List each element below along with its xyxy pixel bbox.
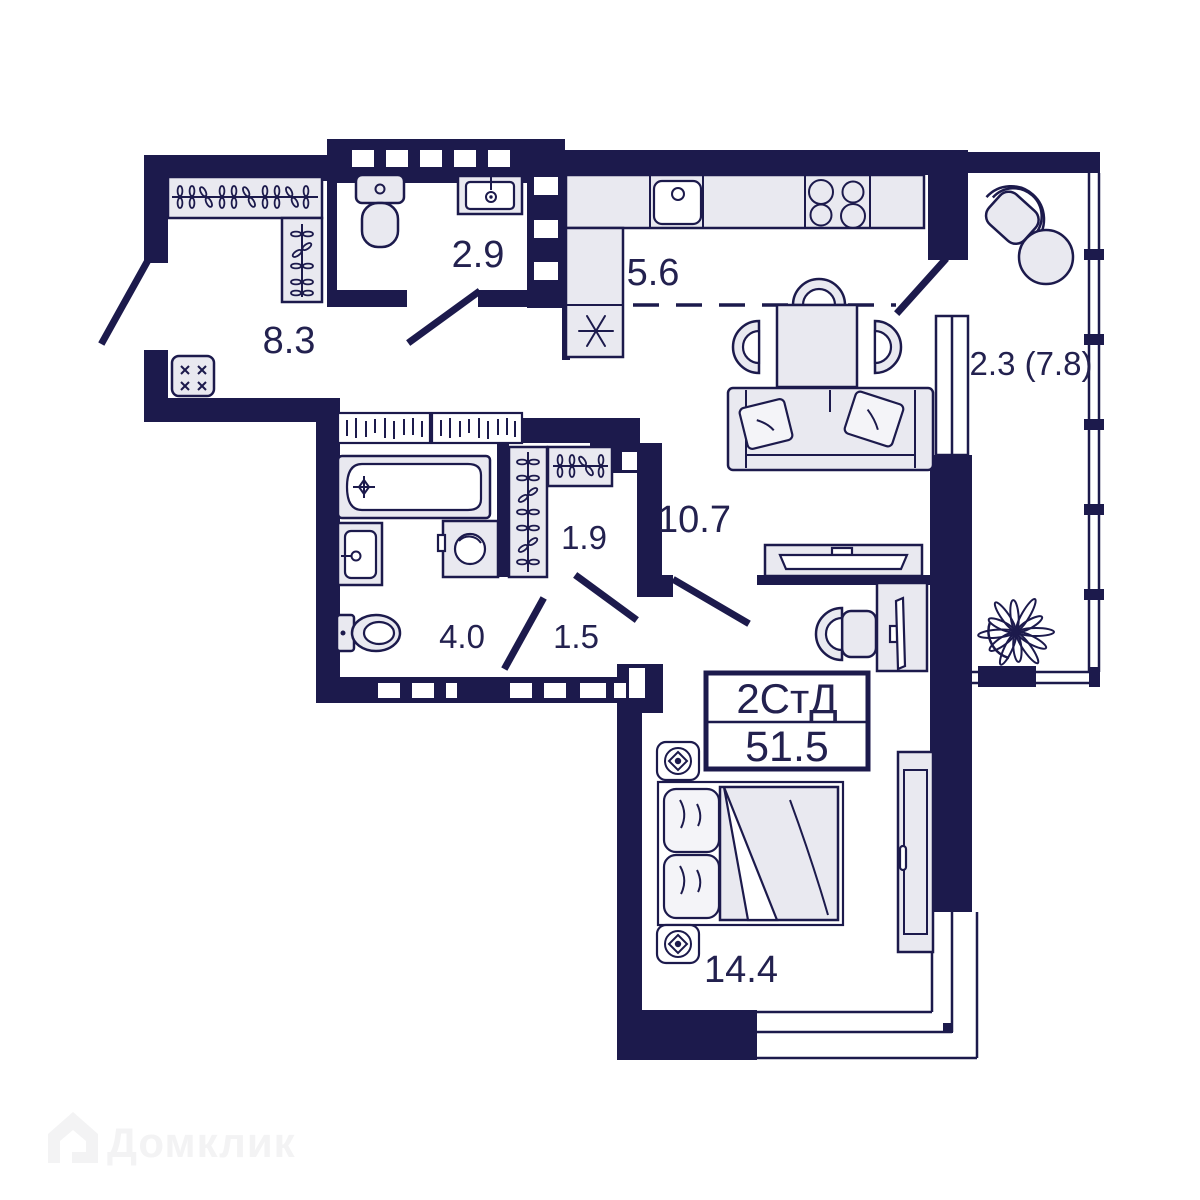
wc-area-label: 2.9	[452, 234, 505, 276]
kitchen-area-label: 5.6	[627, 252, 680, 294]
bathroom-area-label: 4.0	[439, 618, 485, 655]
wc-door-swing	[406, 288, 482, 346]
sofa-pillow-left	[738, 398, 794, 450]
electric-panel	[170, 354, 216, 398]
stove-marker-icon	[578, 315, 614, 347]
watermark: Домклик	[48, 1112, 296, 1166]
bed	[656, 780, 845, 927]
tv-unit	[763, 543, 924, 578]
hob-icon	[808, 179, 866, 229]
hallway-area-label: 8.3	[263, 320, 316, 362]
closet-area-label: 1.9	[561, 519, 607, 556]
vent-icon	[655, 740, 701, 782]
windows	[757, 173, 1104, 1060]
watermark-brand: Домклик	[107, 1119, 296, 1166]
bedroom: 14.4	[655, 740, 935, 991]
bedroom-area-label: 14.4	[704, 949, 778, 991]
bathroom-door-swing	[501, 596, 547, 671]
hallway-wardrobe	[166, 175, 324, 304]
shelf-boxes	[336, 411, 524, 445]
living-area-label: 10.7	[657, 499, 731, 541]
plant-icon	[977, 597, 1055, 666]
bedroom-corner-window	[757, 912, 979, 1060]
balcony-side-window	[1084, 173, 1104, 672]
balcony-area-label: 2.3 (7.8)	[970, 345, 1093, 382]
bathroom: 4.0	[335, 454, 500, 655]
corridor-area-label: 1.5	[553, 618, 599, 655]
wall-vent-slots	[352, 150, 626, 698]
bathroom-sink-icon	[336, 521, 384, 587]
balcony-table	[1017, 228, 1075, 286]
sofa-pillow-right	[843, 390, 905, 448]
kitchen-sink-icon	[652, 179, 703, 226]
closet: 1.9	[507, 445, 614, 579]
washing-machine-icon	[436, 519, 500, 579]
kitchen: 5.6	[564, 173, 926, 359]
bathroom-toilet-icon	[335, 613, 402, 653]
dining-table	[775, 303, 859, 389]
dining-set	[731, 277, 903, 389]
dining-chair-top	[791, 277, 847, 307]
balcony-door-swing	[894, 256, 949, 316]
dining-chair-left	[731, 319, 761, 375]
sofa	[726, 386, 935, 472]
door-swings	[98, 256, 949, 671]
unit-card: 2СтД 51.5	[703, 670, 871, 772]
balcony-end-window	[972, 666, 1100, 687]
unit-total-area: 51.5	[745, 723, 829, 771]
dining-chair-right	[873, 319, 903, 375]
bathtub-icon	[336, 454, 492, 520]
wc-room: 2.9	[354, 173, 524, 276]
corridor-door-swing	[573, 572, 639, 623]
monitor-icon	[894, 596, 907, 671]
bedroom-wardrobe	[896, 750, 935, 954]
tv-icon	[778, 553, 909, 571]
toilet-icon	[354, 173, 406, 249]
entrance-door-swing	[98, 257, 152, 346]
wc-sink-icon	[456, 174, 524, 216]
bedroom-door-swing	[671, 576, 751, 627]
domclick-logo-icon	[48, 1112, 98, 1163]
unit-type-label: 2СтД	[736, 675, 837, 722]
walls	[144, 139, 1100, 1060]
balcony: 2.3 (7.8)	[970, 184, 1093, 666]
living-balcony-window	[934, 314, 970, 457]
desk-chair	[814, 606, 878, 662]
vent-icon	[655, 923, 701, 965]
workplace	[814, 581, 929, 673]
